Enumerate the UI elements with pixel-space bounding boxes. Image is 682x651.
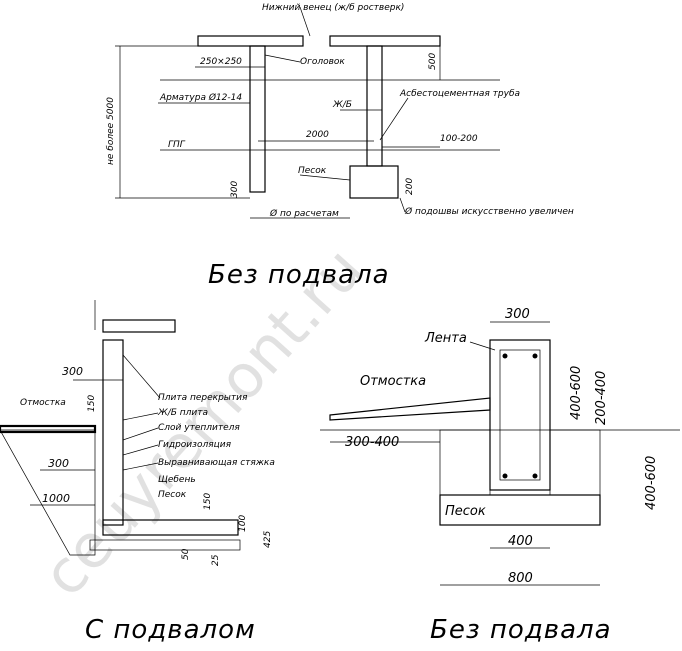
label-otmostka-left: Отмостка: [20, 398, 66, 408]
right-diagram: 300 400-600 200-400 400-600 300-400 400 …: [320, 307, 680, 645]
otmostka-right: [329, 397, 491, 421]
dim-300: 300: [230, 181, 240, 198]
dim-50: 50: [181, 548, 191, 560]
dim-400-600b: 400-600: [644, 456, 659, 510]
left-diagram: 300 150 300 1000 150 100 50 25 425 Отмос…: [0, 300, 275, 645]
floor-slab: [102, 319, 176, 333]
label-otmostka-right: Отмостка: [360, 374, 426, 389]
dim-300-right: 300: [505, 307, 530, 322]
dim-150a: 150: [87, 395, 97, 412]
title-left: С подвалом: [85, 615, 256, 645]
dim-po-raschetam: Ø по расчетам: [269, 208, 339, 219]
label-styazhka: Выравнивающая стяжка: [158, 458, 275, 468]
label-lenta: Лента: [424, 331, 467, 346]
label-pesok-right: Песок: [445, 504, 486, 519]
dim-200-400: 200-400: [594, 371, 609, 425]
title-right: Без подвала: [430, 615, 612, 645]
label-plita: Плита перекрытия: [158, 393, 248, 403]
dim-2000: 2000: [306, 130, 329, 140]
dim-25: 25: [211, 554, 221, 566]
grillage-right: [329, 35, 441, 47]
dim-300-400: 300-400: [345, 435, 399, 450]
dim-500: 500: [428, 53, 438, 70]
dim-250: 250×250: [200, 57, 242, 67]
label-pesok-left: Песок: [158, 490, 187, 500]
label-ogolovok: Оголовок: [300, 57, 345, 67]
sand-base: [349, 165, 399, 199]
label-armatura: Арматура Ø12-14: [159, 92, 242, 103]
dim-400-right: 400: [508, 534, 533, 549]
basement-wall: [102, 339, 124, 526]
dim-425: 425: [263, 531, 273, 548]
label-nizhniy-venets: Нижний венец (ж/б ростверк): [262, 3, 404, 13]
base-slab: [102, 519, 239, 536]
label-shcheben: Щебень: [158, 475, 196, 485]
dim-5000: не более 5000: [106, 97, 116, 165]
dim-150b: 150: [203, 493, 213, 510]
label-zhb: Ж/Б: [332, 100, 352, 110]
dim-100-200: 100-200: [440, 134, 478, 144]
dim-100: 100: [238, 515, 248, 532]
label-uteplitel: Слой утеплителя: [158, 423, 240, 433]
dim-200: 200: [405, 178, 415, 195]
top-diagram: не более 5000 2000 250×250 500 300 200 1…: [106, 3, 574, 290]
label-asbest: Асбестоцементная труба: [399, 89, 520, 99]
grillage-left: [197, 35, 304, 47]
label-zhb-plita: Ж/Б плита: [157, 408, 208, 418]
soil-left: [0, 429, 96, 556]
sand-cushion: [439, 494, 601, 526]
pile-left: [249, 45, 266, 193]
dim-300b: 300: [48, 457, 69, 470]
label-gpg: ГПГ: [168, 140, 186, 150]
label-pesok-top: Песок: [298, 166, 327, 176]
dim-800: 800: [508, 571, 533, 586]
dim-300a: 300: [62, 365, 83, 378]
strip-foundation: [489, 339, 551, 491]
pile-right: [366, 45, 383, 167]
dim-400-600a: 400-600: [569, 366, 584, 420]
label-gidro: Гидроизоляция: [158, 440, 232, 450]
label-podoshva: Ø подошвы искусственно увеличен: [404, 206, 574, 217]
title-top: Без подвала: [208, 260, 390, 290]
dim-1000: 1000: [42, 492, 70, 505]
